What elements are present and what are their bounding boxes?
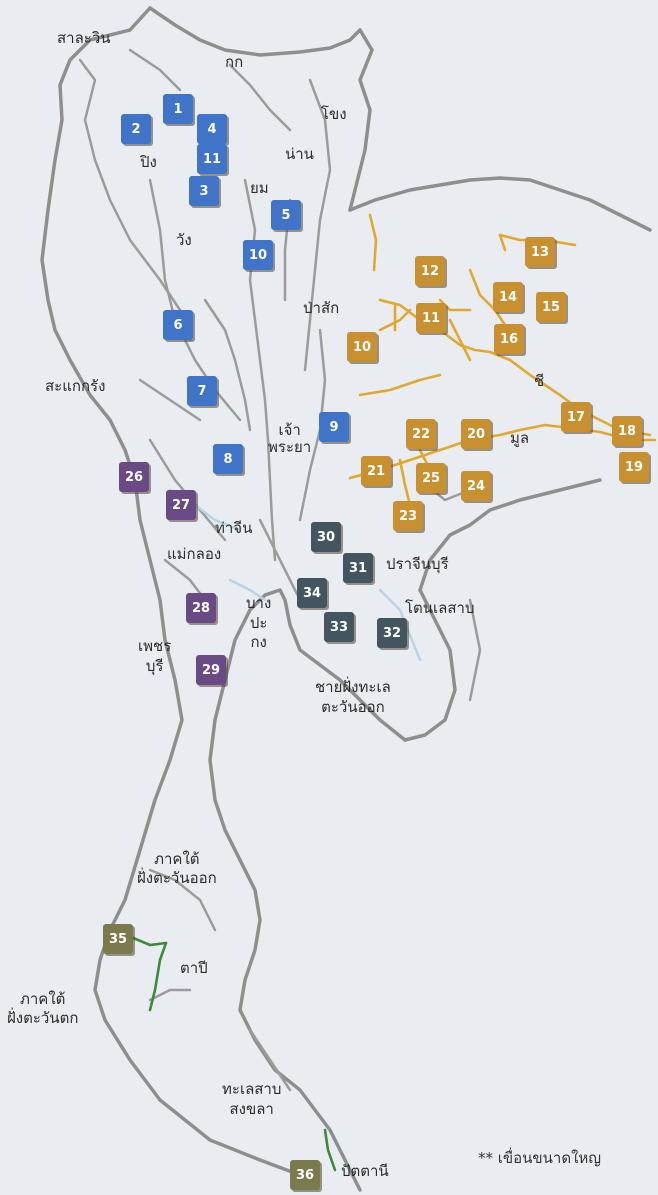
label-khong: โขง — [321, 105, 347, 123]
basin-marker[interactable]: 30 — [311, 522, 341, 552]
basin-marker[interactable]: 28 — [186, 593, 216, 623]
basin-marker[interactable]: 18 — [612, 416, 642, 446]
basin-marker[interactable]: 35 — [103, 924, 133, 954]
basin-marker[interactable]: 33 — [324, 612, 354, 642]
basin-marker[interactable]: 12 — [415, 256, 445, 286]
label-phetchaburi: เพชร บุรี — [138, 637, 172, 675]
label-songkhla: ทะเลสาบ สงขลา — [222, 1080, 282, 1118]
label-wang: วัง — [176, 231, 192, 249]
basin-marker[interactable]: 21 — [361, 456, 391, 486]
footnote: ** เขื่อนขนาดใหญ — [478, 1149, 602, 1167]
basin-marker[interactable]: 22 — [406, 419, 436, 449]
basin-marker[interactable]: 3 — [189, 176, 219, 206]
basin-marker[interactable]: 1 — [163, 94, 193, 124]
label-chaophraya: เจ้า พระยา — [268, 421, 312, 457]
basin-marker[interactable]: 6 — [163, 310, 193, 340]
label-chi: ชี — [534, 372, 545, 390]
basin-marker[interactable]: 16 — [494, 324, 524, 354]
label-mun: มูล — [510, 429, 530, 447]
basin-marker[interactable]: 31 — [343, 553, 373, 583]
basin-marker[interactable]: 24 — [461, 471, 491, 501]
label-yom: ยม — [250, 179, 269, 197]
basin-marker[interactable]: 9 — [319, 412, 349, 442]
label-eastcoast: ชายฝั่งทะเล ตะวันออก — [315, 678, 391, 717]
basin-marker[interactable]: 17 — [561, 402, 591, 432]
label-salween: สาละวิน — [57, 29, 111, 47]
label-prachinburi: ปราจีนบุรี — [386, 555, 449, 573]
basin-marker[interactable]: 36 — [290, 1160, 320, 1190]
label-southwest: ภาคใต้ ฝั่งตะวันตก — [7, 990, 79, 1027]
basin-marker[interactable]: 15 — [536, 292, 566, 322]
basin-marker[interactable]: 20 — [461, 419, 491, 449]
label-tonlesap: โตนเลสาบ — [405, 599, 475, 617]
basin-marker[interactable]: 29 — [196, 655, 226, 685]
label-nan: น่าน — [285, 145, 314, 163]
label-pasak: ป่าสัก — [303, 299, 340, 317]
basin-marker[interactable]: 5 — [271, 200, 301, 230]
basin-marker[interactable]: 27 — [166, 490, 196, 520]
basin-marker[interactable]: 32 — [377, 618, 407, 648]
label-sakaekrang: สะแกกรัง — [45, 377, 106, 395]
basin-marker[interactable]: 7 — [187, 376, 217, 406]
basin-marker[interactable]: 10 — [347, 332, 377, 362]
basin-marker[interactable]: 10 — [243, 240, 273, 270]
basin-marker[interactable]: 25 — [416, 463, 446, 493]
label-southeast: ภาคใต้ ฝั่งตะวันออก — [137, 850, 217, 887]
basin-marker[interactable]: 34 — [297, 578, 327, 608]
label-tapi: ตาปี — [180, 959, 208, 977]
label-maeklong: แม่กลอง — [167, 545, 222, 563]
basin-marker[interactable]: 13 — [525, 237, 555, 267]
basin-marker[interactable]: 11 — [197, 144, 227, 174]
basin-marker[interactable]: 19 — [619, 452, 649, 482]
label-kok: กก — [225, 53, 244, 71]
label-ping: ปิง — [140, 153, 157, 171]
basin-marker[interactable]: 8 — [213, 444, 243, 474]
basin-marker[interactable]: 14 — [493, 282, 523, 312]
basin-marker[interactable]: 23 — [393, 501, 423, 531]
label-thachin: ท่าจีน — [215, 519, 253, 537]
basin-marker[interactable]: 4 — [197, 114, 227, 144]
basin-marker[interactable]: 2 — [121, 114, 151, 144]
label-bangpakong: บาง ปะ กง — [246, 594, 272, 651]
basin-marker[interactable]: 26 — [119, 462, 149, 492]
basin-marker[interactable]: 11 — [416, 303, 446, 333]
label-pattani: ปัตตานี — [341, 1162, 389, 1180]
